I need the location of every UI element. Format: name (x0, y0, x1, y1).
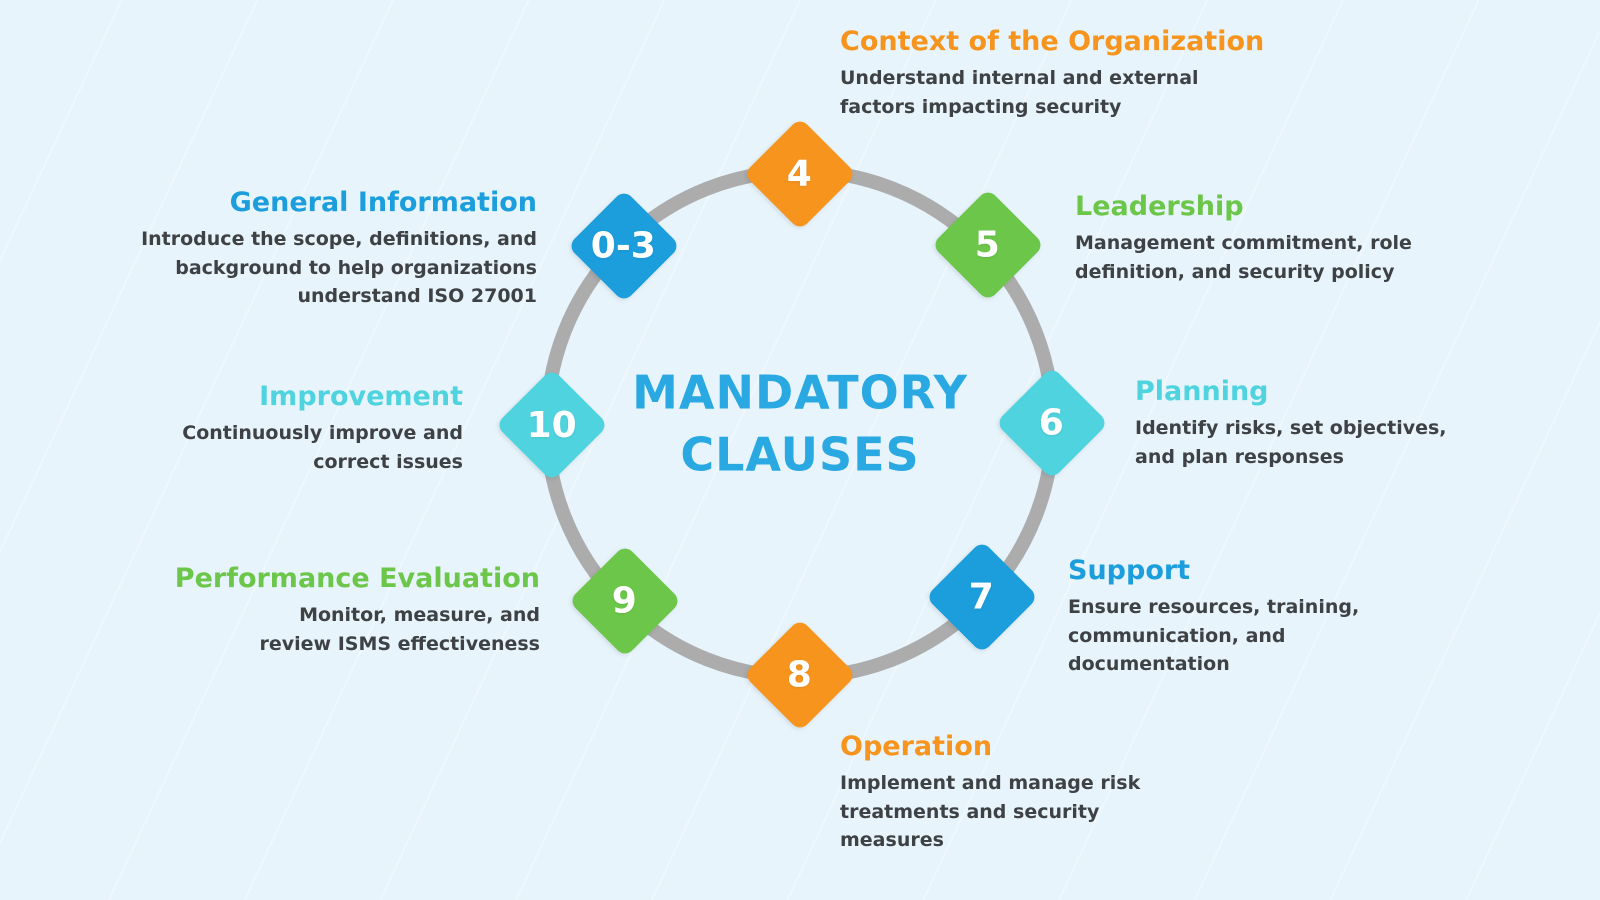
label-title-context: Context of the Organization (840, 26, 1265, 57)
clause-number-4: 4 (787, 153, 813, 195)
label-description-operation: Implement and manage risk treatments and… (840, 772, 1141, 852)
label-context-of-the-organization: Context of the Organization Understand i… (840, 26, 1264, 121)
clause-number-8: 8 (787, 654, 813, 696)
label-title-leadership: Leadership (1075, 191, 1244, 222)
label-performance-evaluation: Performance Evaluation Monitor, measure,… (175, 563, 540, 658)
label-description-performance-evaluation: Monitor, measure, and review ISMS effect… (259, 604, 541, 655)
label-title-improvement: Improvement (259, 381, 463, 412)
label-title-operation: Operation (840, 731, 993, 762)
label-planning: Planning Identify risks, set objectives,… (1135, 376, 1447, 471)
label-description-general-information: Introduce the scope, definitions, and ba… (141, 228, 537, 308)
label-leadership: Leadership Management commitment, role d… (1075, 191, 1412, 286)
label-description-context: Understand internal and external factors… (840, 67, 1199, 118)
label-title-planning: Planning (1135, 376, 1269, 407)
clause-number-10: 10 (526, 404, 578, 446)
label-title-general-information: General Information (229, 187, 537, 218)
label-operation: Operation Implement and manage risk trea… (840, 731, 1140, 855)
center-title-line1: MANDATORY (632, 365, 968, 420)
clause-number-5: 5 (975, 224, 1001, 266)
label-title-support: Support (1068, 555, 1191, 586)
clause-number-9: 9 (612, 580, 638, 622)
label-support: Support Ensure resources, training, comm… (1068, 555, 1359, 679)
clause-number-6: 6 (1039, 402, 1065, 444)
label-description-support: Ensure resources, training, communicatio… (1068, 596, 1360, 676)
label-improvement: Improvement Continuously improve and cor… (182, 381, 463, 476)
center-title-line2: CLAUSES (680, 427, 920, 481)
label-description-improvement: Continuously improve and correct issues (182, 422, 463, 473)
label-title-performance-evaluation: Performance Evaluation (174, 563, 540, 594)
clause-number-7: 7 (969, 576, 995, 618)
label-description-planning: Identify risks, set objectives, and plan… (1135, 417, 1447, 468)
center-title: MANDATORY CLAUSES (632, 362, 968, 485)
label-description-leadership: Management commitment, role definition, … (1075, 232, 1412, 283)
clause-number-0-3: 0-3 (591, 225, 657, 267)
label-general-information: General Information Introduce the scope,… (141, 187, 537, 311)
